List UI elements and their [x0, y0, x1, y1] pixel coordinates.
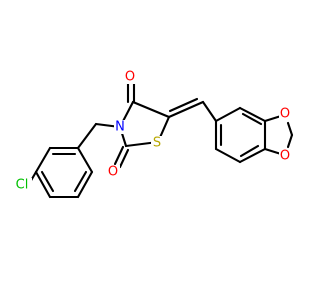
atom-n-ring: N [114, 120, 127, 135]
bond-clph-inner-2 [40, 170, 55, 193]
atom-o-lower-carbonyl: O [107, 165, 120, 180]
bond-c5-methine-double [168, 97, 199, 113]
bond-ar-o-top [263, 114, 283, 123]
bond-methine-ar [201, 100, 218, 123]
svg-text:Cl: Cl [16, 178, 29, 193]
bond-c5-methine [167, 100, 205, 119]
bond-ar-inner-1 [241, 112, 263, 126]
svg-text:O: O [125, 70, 135, 85]
bond-clph-e [76, 170, 94, 199]
atom-o-dioxole-top: O [279, 107, 292, 122]
bond-clph-inner-3 [73, 170, 88, 193]
bond-clph-f [76, 146, 94, 174]
bond-c2-o-a [113, 145, 125, 166]
molecule-structure: O O N S O O Cl [14, 70, 294, 199]
atom-s-ring: S [151, 136, 164, 151]
svg-text:O: O [280, 107, 290, 122]
bond-ar-inner-2 [239, 144, 260, 158]
molecule-canvas: O O N S O O Cl [14, 70, 294, 199]
svg-text:O: O [280, 149, 290, 164]
svg-text:N: N [115, 120, 125, 135]
bond-o-ch2-top [286, 121, 294, 137]
atom-cl: Cl [14, 178, 32, 193]
bond-o-ch2-bottom [286, 133, 294, 149]
bond-ar-a [214, 106, 242, 123]
svg-text:O: O [108, 165, 118, 180]
atom-o-upper-carbonyl: O [124, 70, 137, 85]
bond-ar-e [214, 147, 242, 164]
bond-ch2-ar [76, 122, 98, 150]
bond-c4-c5 [131, 100, 171, 119]
bond-ar-b [238, 106, 267, 123]
atom-o-dioxole-bottom: O [279, 149, 292, 164]
bond-ar-o-bottom [263, 147, 283, 156]
bond-c2-o-b [118, 148, 130, 169]
bond-clph-c [34, 170, 52, 199]
svg-text:S: S [153, 136, 161, 151]
bond-clph-b [34, 146, 52, 174]
bond-ar-d [238, 147, 267, 164]
